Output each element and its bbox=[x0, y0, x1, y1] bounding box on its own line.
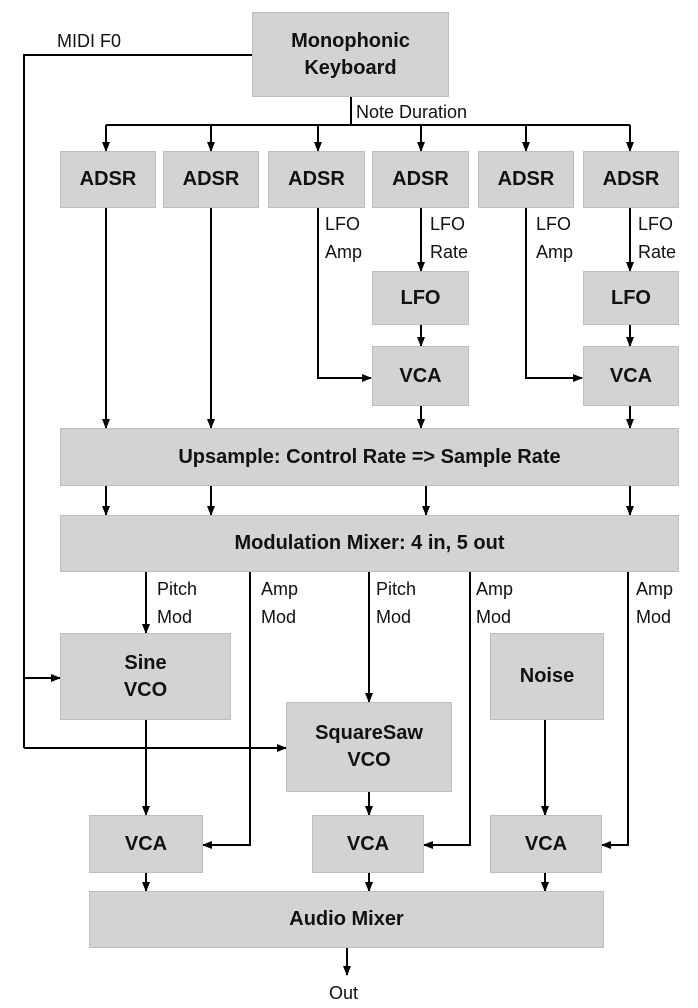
upsample-block: Upsample: Control Rate => Sample Rate bbox=[60, 428, 679, 486]
lfo-amp-label-1: LFO Amp bbox=[325, 214, 363, 262]
midi-f0-label: MIDI F0 bbox=[57, 31, 122, 51]
squaresaw-vco-block: SquareSaw VCO bbox=[286, 702, 452, 792]
lfo-block-1: LFO bbox=[372, 271, 469, 325]
pitch-mod-label-1: Pitch Mod bbox=[157, 579, 198, 627]
monophonic-keyboard-block: Monophonic Keyboard bbox=[252, 12, 449, 97]
lfo-rate-label-2: LFO Rate bbox=[638, 214, 677, 262]
adsr-block-5: ADSR bbox=[478, 151, 574, 208]
amp-mod-label-3: Amp Mod bbox=[636, 579, 674, 627]
adsr-block-4: ADSR bbox=[372, 151, 469, 208]
vca-sine-block: VCA bbox=[89, 815, 203, 873]
lfo-rate-label-1: LFO Rate bbox=[430, 214, 469, 262]
adsr-block-6: ADSR bbox=[583, 151, 679, 208]
modulation-mixer-block: Modulation Mixer: 4 in, 5 out bbox=[60, 515, 679, 572]
note-duration-label: Note Duration bbox=[356, 102, 468, 122]
vca-noise-block: VCA bbox=[490, 815, 602, 873]
out-label: Out bbox=[329, 983, 359, 1003]
audio-mixer-block: Audio Mixer bbox=[89, 891, 604, 948]
sine-vco-block: Sine VCO bbox=[60, 633, 231, 720]
adsr-block-1: ADSR bbox=[60, 151, 156, 208]
vca-lfo-block-2: VCA bbox=[583, 346, 679, 406]
amp-mod-label-2: Amp Mod bbox=[476, 579, 514, 627]
lfo-amp-label-2: LFO Amp bbox=[536, 214, 574, 262]
vca-lfo-block-1: VCA bbox=[372, 346, 469, 406]
adsr-block-2: ADSR bbox=[163, 151, 259, 208]
noise-block: Noise bbox=[490, 633, 604, 720]
pitch-mod-label-2: Pitch Mod bbox=[376, 579, 417, 627]
adsr-block-3: ADSR bbox=[268, 151, 365, 208]
amp-mod-label-1: Amp Mod bbox=[261, 579, 299, 627]
lfo-block-2: LFO bbox=[583, 271, 679, 325]
vca-squaresaw-block: VCA bbox=[312, 815, 424, 873]
